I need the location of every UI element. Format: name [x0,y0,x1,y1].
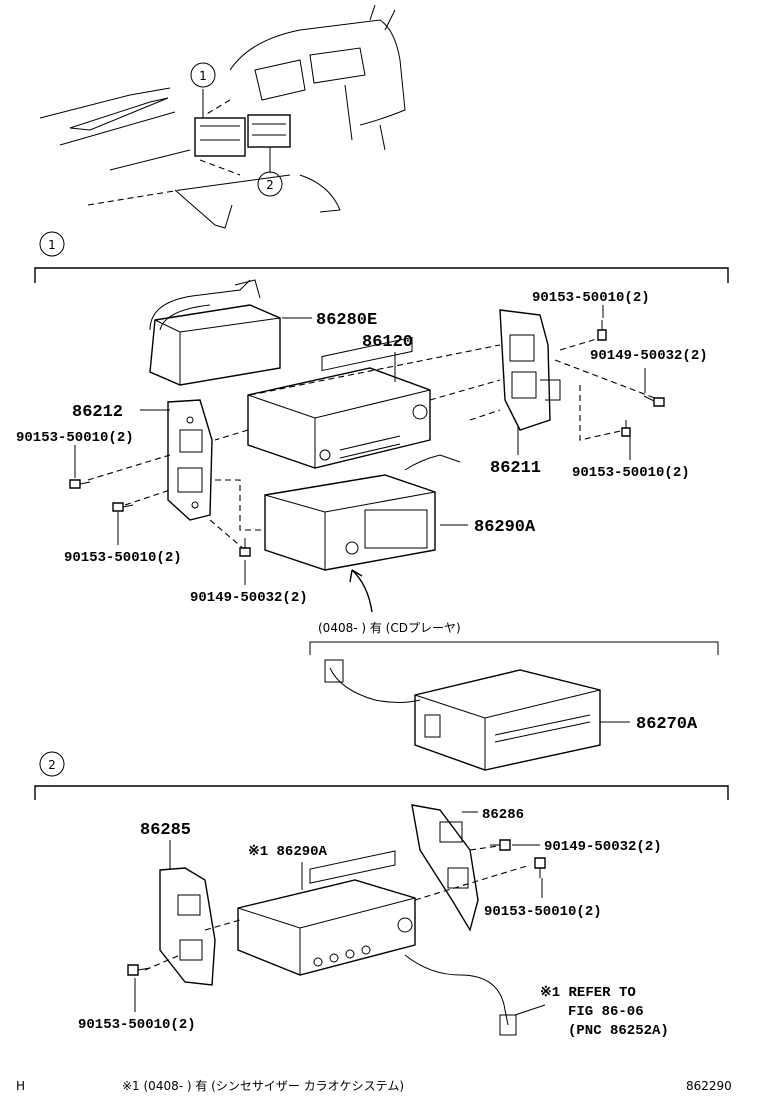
svg-text:1: 1 [199,69,207,83]
label-bolt-90153-right-s2: 90153-50010(2) [484,904,602,920]
section-1-label-leaders [74,305,646,585]
callout-1-top: 1 [190,62,216,88]
footer-region-code: H [16,1079,25,1093]
section-2-header: 2 [34,751,729,800]
microphone-cable-drawing [404,954,546,1036]
callout-2-top: 2 [257,171,283,197]
label-86211: 86211 [490,459,541,478]
label-86290A-section2: ※1 86290A [248,844,328,860]
label-bolt-90153-right: 90153-50010(2) [572,465,690,481]
svg-text:2: 2 [48,758,56,772]
part-86120-drawing [247,336,431,469]
label-86286: 86286 [482,807,524,823]
label-86290A-section1: 86290A [474,518,536,537]
part-86212-bracket [167,399,213,521]
option-arrow [349,569,373,613]
svg-text:1: 1 [48,238,56,252]
label-bolt-90153-left: 90153-50010(2) [16,430,134,446]
part-86270A-drawing [324,659,630,771]
label-bolt-90153-top: 90153-50010(2) [532,290,650,306]
part-86290A-drawing-section1 [264,454,461,571]
label-86285: 86285 [140,821,191,840]
refer-note-line-1: ※1 REFER TO [540,985,636,1001]
svg-text:2: 2 [266,178,274,192]
part-86290A-drawing-section2 [237,850,416,976]
refer-note-line-2: FIG 86-06 [568,1004,644,1020]
part-86285-bracket [159,840,216,986]
footer-figure-number: 862290 [686,1079,732,1093]
label-86280E: 86280E [316,311,377,330]
label-86120: 86120 [362,333,413,352]
label-bolt-90153-left-s2: 90153-50010(2) [78,1017,196,1033]
section-1-header: 1 [34,231,729,283]
label-86212: 86212 [72,403,123,422]
label-bolt-90153-bottom: 90153-50010(2) [64,550,182,566]
dashboard-overview-illustration [39,4,406,229]
part-86286-bracket [411,804,479,932]
label-bolt-90149-s2: 90149-50032(2) [544,839,662,855]
option-note-cd-player: (0408- ) 有 (CDプレーヤ) [318,621,461,635]
part-86280E-drawing [149,279,281,386]
label-bolt-90149-top: 90149-50032(2) [590,348,708,364]
section-2-label-leaders [134,844,543,1012]
section-2-leader-lines [144,844,531,971]
option-bracket [309,641,719,655]
refer-note-line-3: (PNC 86252A) [568,1023,669,1039]
footer-option-note: ※1 (0408- ) 有 (シンセサイザー カラオケシステム) [122,1079,404,1093]
bolt-icons-section2 [127,839,546,976]
label-86270A: 86270A [636,715,698,734]
section-1-leader-lines [87,337,661,551]
label-bolt-90149-bottom: 90149-50032(2) [190,590,308,606]
part-86211-bracket [499,309,561,431]
